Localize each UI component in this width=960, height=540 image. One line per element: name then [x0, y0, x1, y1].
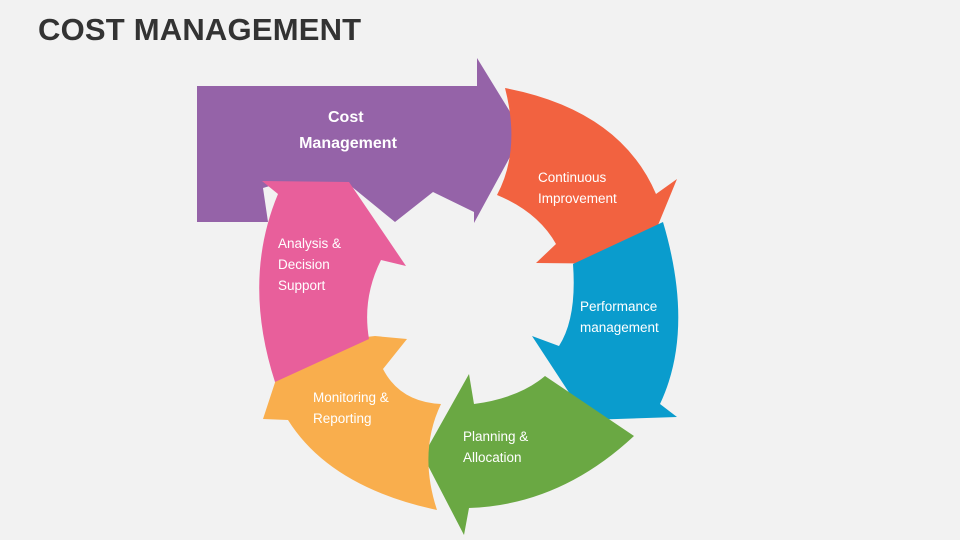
monitoring-reporting-label: Monitoring & Reporting	[313, 390, 393, 426]
continuous-improvement-arrow	[497, 88, 677, 264]
continuous-improvement-label: Continuous Improvement	[538, 170, 617, 206]
performance-management-arrow	[532, 222, 679, 420]
cost-management-label: Cost Management	[299, 109, 397, 152]
analysis-decision-arrow	[259, 181, 406, 382]
planning-allocation-label: Planning & Allocation	[463, 429, 532, 465]
page-title: COST MANAGEMENT	[38, 12, 362, 47]
analysis-decision-label: Analysis & Decision Support	[278, 236, 345, 293]
planning-allocation-arrow	[423, 374, 634, 535]
monitoring-reporting-arrow	[263, 336, 441, 510]
performance-management-label: Performance management	[580, 299, 661, 335]
